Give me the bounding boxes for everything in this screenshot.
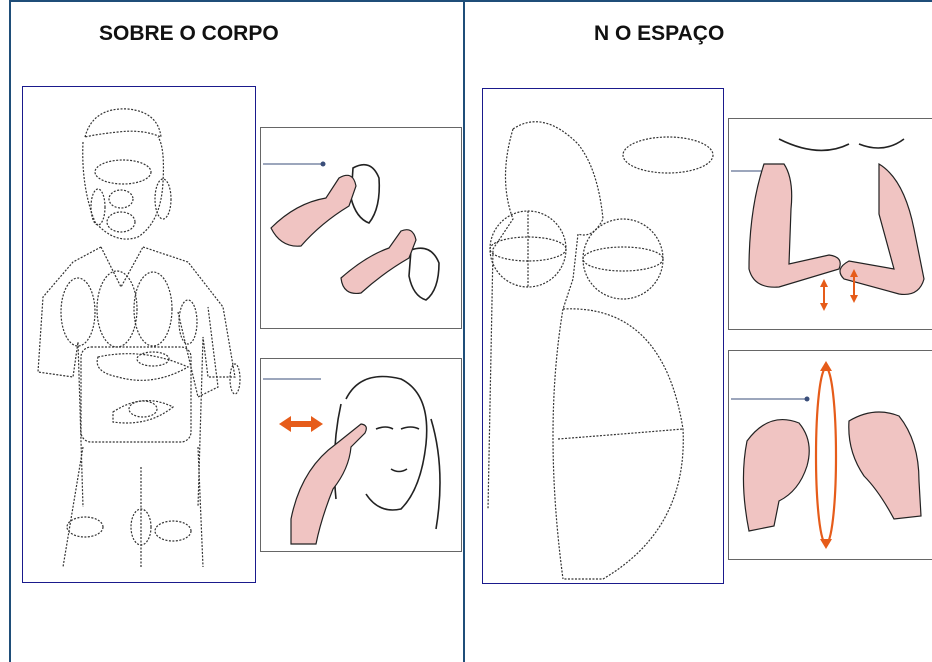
circular-arrow-icon bbox=[814, 361, 838, 549]
fist-at-face-figure bbox=[260, 127, 462, 329]
finger-at-temple-figure bbox=[260, 358, 462, 552]
vertical-arrow-icon bbox=[820, 269, 858, 311]
hand-fist-near-face-icon bbox=[263, 161, 440, 301]
left-panel-title: SOBRE O CORPO bbox=[99, 22, 279, 45]
head-with-space-spheres-icon bbox=[487, 121, 714, 580]
head-spheres-figure bbox=[482, 88, 724, 584]
hands-vertical-motion-figure bbox=[728, 118, 932, 330]
double-arrow-icon bbox=[279, 416, 323, 432]
two-hands-circle-icon bbox=[731, 361, 922, 549]
finger-pointing-temple-icon bbox=[263, 375, 441, 545]
body-outline-icon bbox=[37, 108, 241, 568]
body-locations-figure bbox=[22, 86, 256, 583]
right-panel-title: N O ESPAÇO bbox=[594, 22, 725, 45]
right-panel bbox=[463, 0, 932, 662]
two-hands-up-down-icon bbox=[731, 138, 925, 311]
hands-circular-motion-figure bbox=[728, 350, 932, 560]
